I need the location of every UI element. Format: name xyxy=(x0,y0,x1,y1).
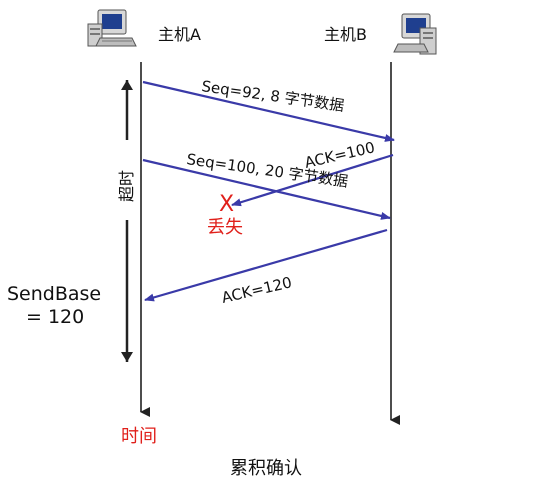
host-b-computer-icon xyxy=(393,13,437,55)
timeout-bracket-up-arrow xyxy=(121,80,133,90)
time-axis-label: 时间 xyxy=(121,426,157,447)
loss-label: 丢失 xyxy=(207,217,243,238)
sendbase-value: = 120 xyxy=(26,306,84,328)
host-a-computer-icon xyxy=(87,9,137,47)
host-a-label: 主机A xyxy=(158,25,201,44)
ack100-arrow xyxy=(231,153,394,207)
timeout-label: 超时 xyxy=(117,170,136,202)
ack120-label: ACK=120 xyxy=(220,273,294,307)
sendbase-label: SendBase xyxy=(7,283,101,305)
timeout-bracket-down-arrow xyxy=(121,352,133,362)
host-b-label: 主机B xyxy=(324,25,367,44)
segment-seq92-arrow xyxy=(142,80,395,142)
ack120-arrow xyxy=(144,228,388,302)
segment-seq100-arrow xyxy=(142,158,391,220)
loss-x-mark: X xyxy=(219,192,234,217)
segment-seq92-label: Seq=92, 8 字节数据 xyxy=(200,77,345,115)
diagram-caption: 累积确认 xyxy=(230,458,302,479)
